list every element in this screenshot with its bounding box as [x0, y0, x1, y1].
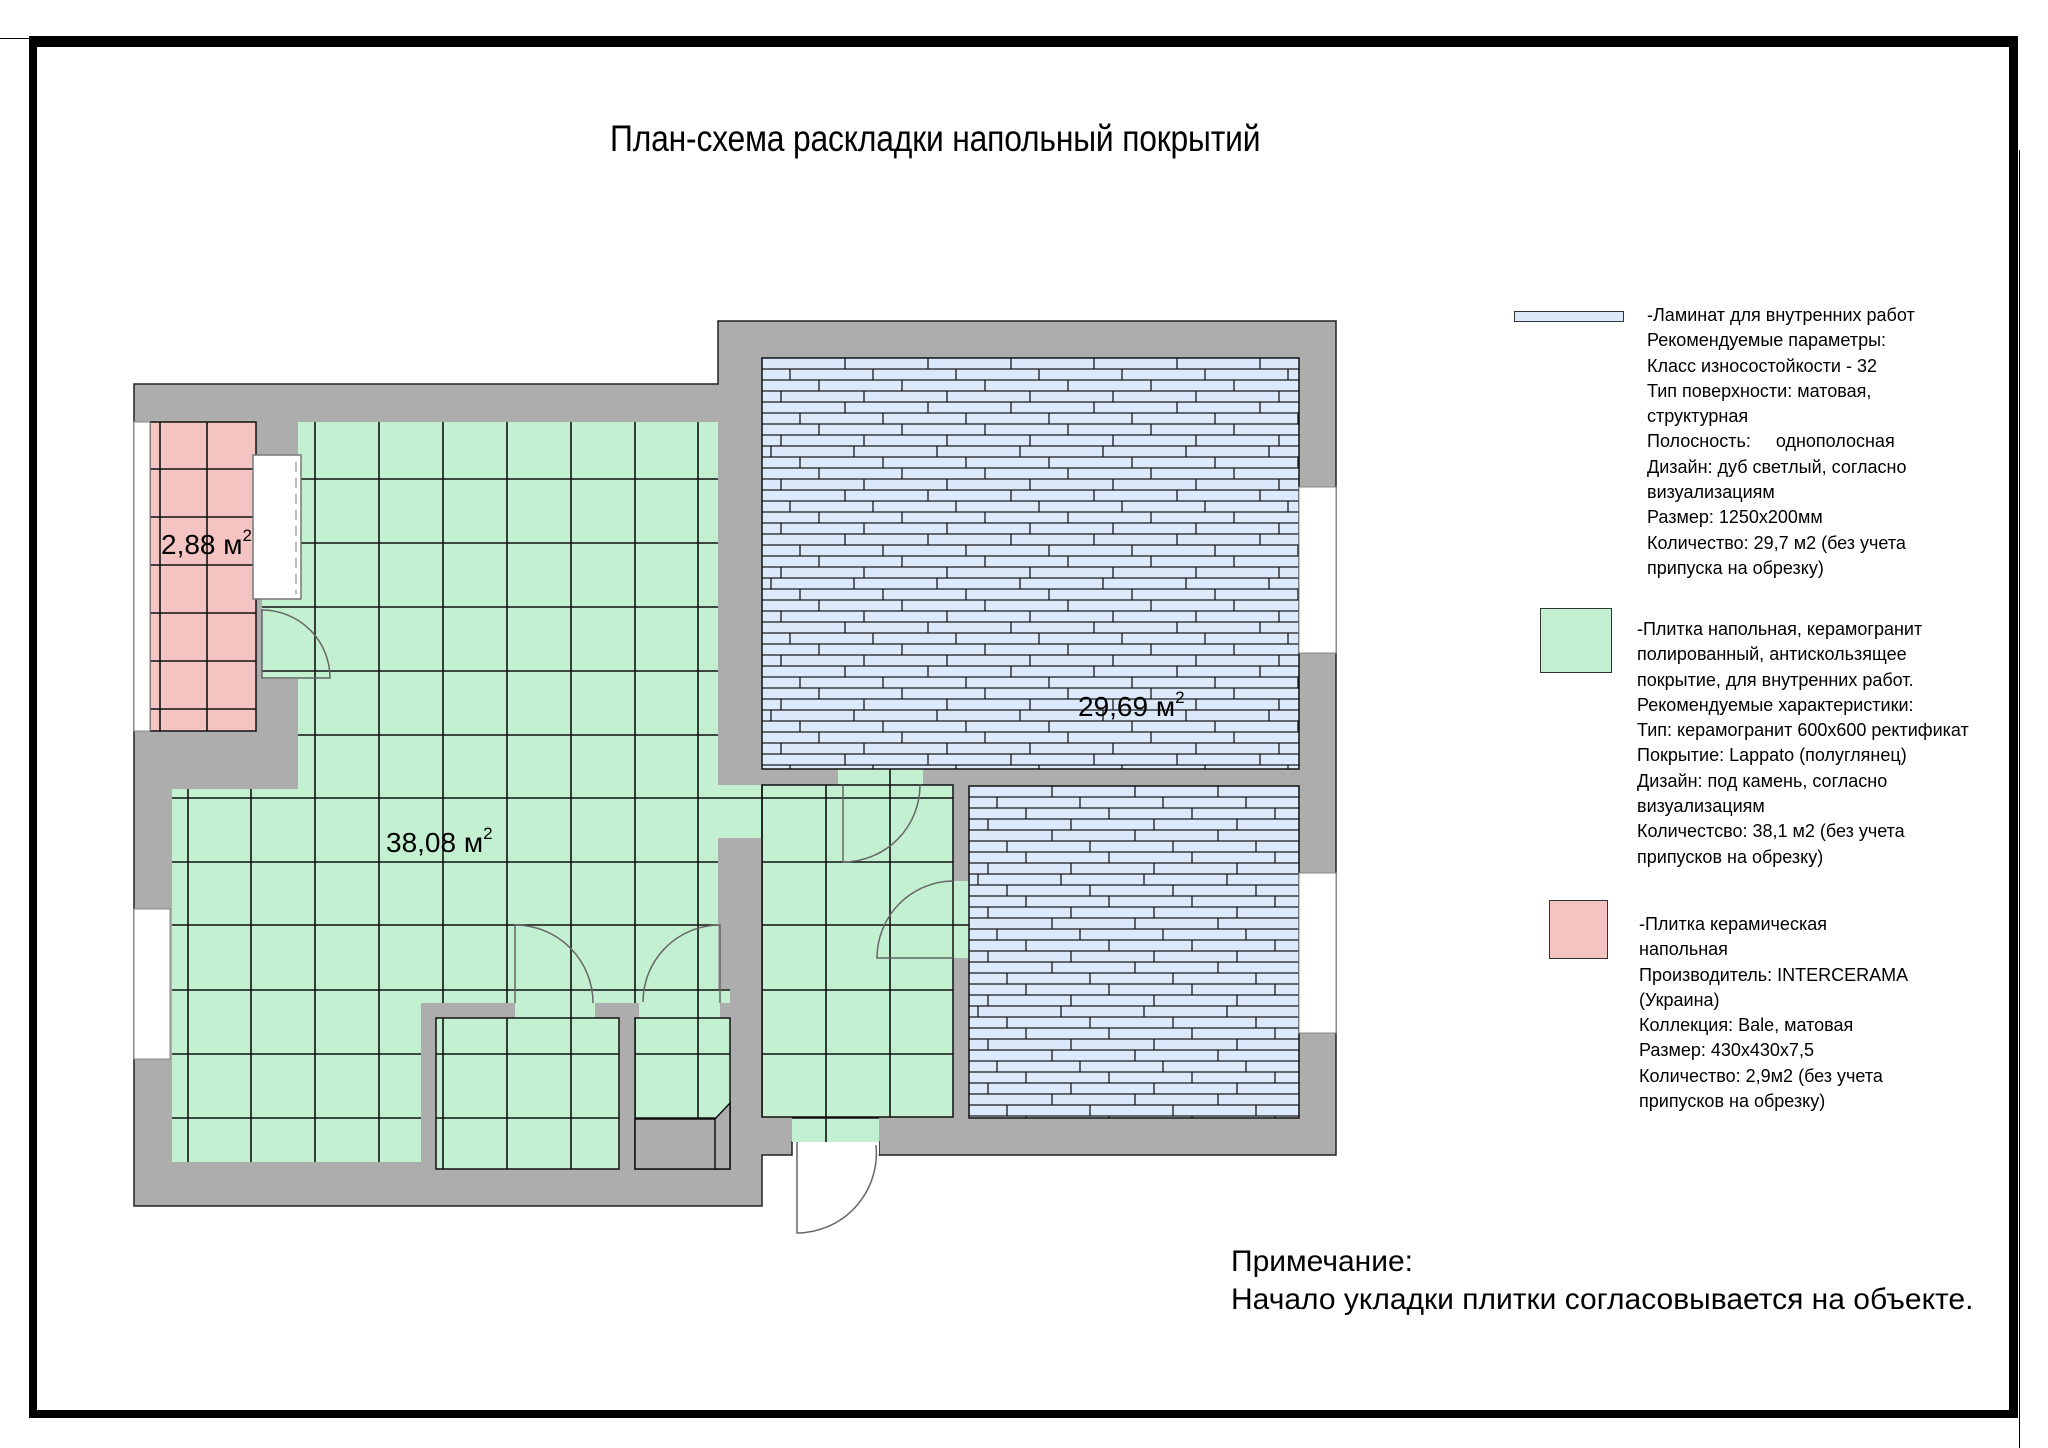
- frame-stub-line: [0, 38, 29, 39]
- legend-line: Производитель: INTERCERAMA: [1639, 964, 1909, 985]
- legend-swatch-porcelain-tile: [1540, 608, 1612, 673]
- legend-line: -Ламинат для внутренних работ: [1647, 305, 1915, 325]
- legend-line: Количество: 29,7 м2 (без учета: [1647, 532, 1906, 553]
- legend-line: Размер: 1250x200мм: [1647, 507, 1823, 528]
- doors: [261, 609, 954, 1234]
- legend-text-porcelain-tile: -Плитка напольная, керамогранит полирован…: [1637, 617, 1969, 870]
- legend-line: Коллекция: Bale, матовая: [1639, 1015, 1854, 1036]
- legend-line: Рекомендуемые характеристики:: [1637, 694, 1914, 715]
- legend-line: Тип поверхности: матовая,: [1647, 380, 1872, 401]
- area-label-bedroom: 29,69 м2: [1078, 688, 1185, 722]
- legend-swatch-laminate: [1514, 311, 1624, 322]
- area-label-balcony: 2,88 м2: [161, 526, 252, 560]
- windows: [133, 421, 1337, 1155]
- legend-swatch-ceramic-tile: [1549, 900, 1608, 959]
- area-label-living: 38,08 м2: [386, 824, 493, 858]
- legend-line: -Плитка напольная, керамогранит: [1637, 619, 1923, 639]
- legend-line: напольная: [1639, 939, 1728, 960]
- floor-laminate-bedroom: [762, 358, 1299, 769]
- legend-line: Дизайн: под камень, согласно: [1637, 770, 1888, 791]
- legend-line: Количестсво: 38,1 м2 (без учета: [1637, 821, 1905, 842]
- note-heading: Примечание:: [1231, 1245, 1413, 1278]
- floor-ceramic-tile: [150, 422, 256, 731]
- legend-line: Тип: керамогранит 600x600 ректификат: [1637, 720, 1969, 741]
- legend-line: Размер: 430x430x7,5: [1639, 1040, 1814, 1061]
- legend-line: припуска на обрезку): [1647, 557, 1824, 578]
- legend-line: визуализациям: [1647, 482, 1775, 503]
- legend-line: припусков на обрезку): [1637, 846, 1824, 867]
- drawing-frame: [29, 36, 2018, 1418]
- legend-line: Полосность: однополосная: [1647, 431, 1895, 452]
- legend-line: -Плитка керамическая: [1639, 914, 1827, 934]
- wardrobe: [252, 454, 302, 600]
- floor-laminate-room2: [969, 786, 1299, 1118]
- legend-line: (Украина): [1639, 989, 1720, 1010]
- frame-stub-line-right: [2019, 150, 2020, 1448]
- page-title: План-схема раскладки напольный покрытий: [610, 118, 1261, 159]
- legend-line: структурная: [1647, 406, 1749, 427]
- legend-line: визуализациям: [1637, 796, 1765, 817]
- toilet-fixture: [634, 1101, 731, 1170]
- legend-line: Класс износостойкости - 32: [1647, 355, 1877, 376]
- legend-line: покрытие, для внутренних работ.: [1637, 669, 1914, 690]
- note-text: Начало укладки плитки согласовывается на…: [1231, 1283, 1974, 1316]
- legend-line: Количество: 2,9м2 (без учета: [1639, 1065, 1883, 1086]
- legend-line: Покрытие: Lappato (полуглянец): [1637, 745, 1907, 766]
- legend-line: Рекомендуемые параметры:: [1647, 330, 1887, 351]
- legend-line: полированный, антискользящее: [1637, 644, 1907, 665]
- legend-line: Дизайн: дуб светлый, согласно: [1647, 456, 1907, 477]
- note-block: Примечание: Начало укладки плитки соглас…: [1231, 1243, 1973, 1319]
- legend-line: припусков на обрезку): [1639, 1091, 1826, 1112]
